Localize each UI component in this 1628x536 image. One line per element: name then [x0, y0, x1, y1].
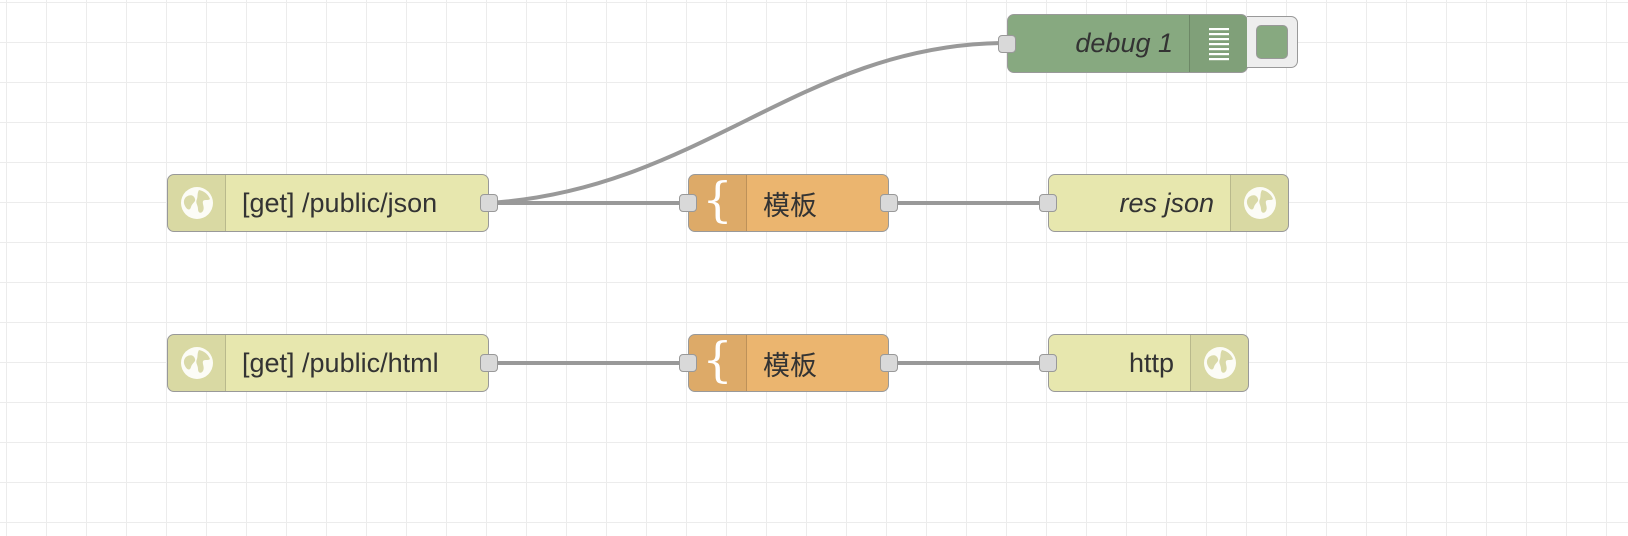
output-port[interactable] [880, 354, 898, 372]
globe-icon [1230, 175, 1288, 231]
output-port[interactable] [880, 194, 898, 212]
node-label: [get] /public/html [242, 347, 439, 378]
template-node-1[interactable]: { 模板 [679, 174, 898, 232]
node-label: http [1128, 347, 1174, 378]
template-node-2[interactable]: { 模板 [679, 334, 898, 392]
node-label: 模板 [763, 350, 817, 381]
input-port[interactable] [679, 354, 697, 372]
http-response-node-json[interactable]: res json [1039, 174, 1289, 232]
list-icon [1189, 15, 1247, 72]
output-port[interactable] [480, 194, 498, 212]
http-in-node-json[interactable]: [get] /public/json [167, 174, 498, 232]
globe-icon [168, 175, 226, 231]
debug-toggle-switch[interactable] [1256, 25, 1288, 59]
node-label: res json [1119, 187, 1214, 218]
globe-icon [168, 335, 226, 391]
node-label: 模板 [763, 190, 817, 221]
debug-node[interactable]: debug 1 [998, 14, 1248, 73]
debug-toggle-button[interactable] [1247, 16, 1298, 68]
globe-icon [1190, 335, 1248, 391]
input-port[interactable] [679, 194, 697, 212]
input-port[interactable] [998, 35, 1016, 53]
output-port[interactable] [480, 354, 498, 372]
http-response-node-html[interactable]: http [1039, 334, 1249, 392]
node-label: debug 1 [1075, 28, 1173, 58]
input-port[interactable] [1039, 194, 1057, 212]
http-in-node-html[interactable]: [get] /public/html [167, 334, 498, 392]
brace-icon: { [689, 335, 747, 391]
brace-icon: { [689, 175, 747, 231]
node-label: [get] /public/json [242, 187, 438, 218]
input-port[interactable] [1039, 354, 1057, 372]
